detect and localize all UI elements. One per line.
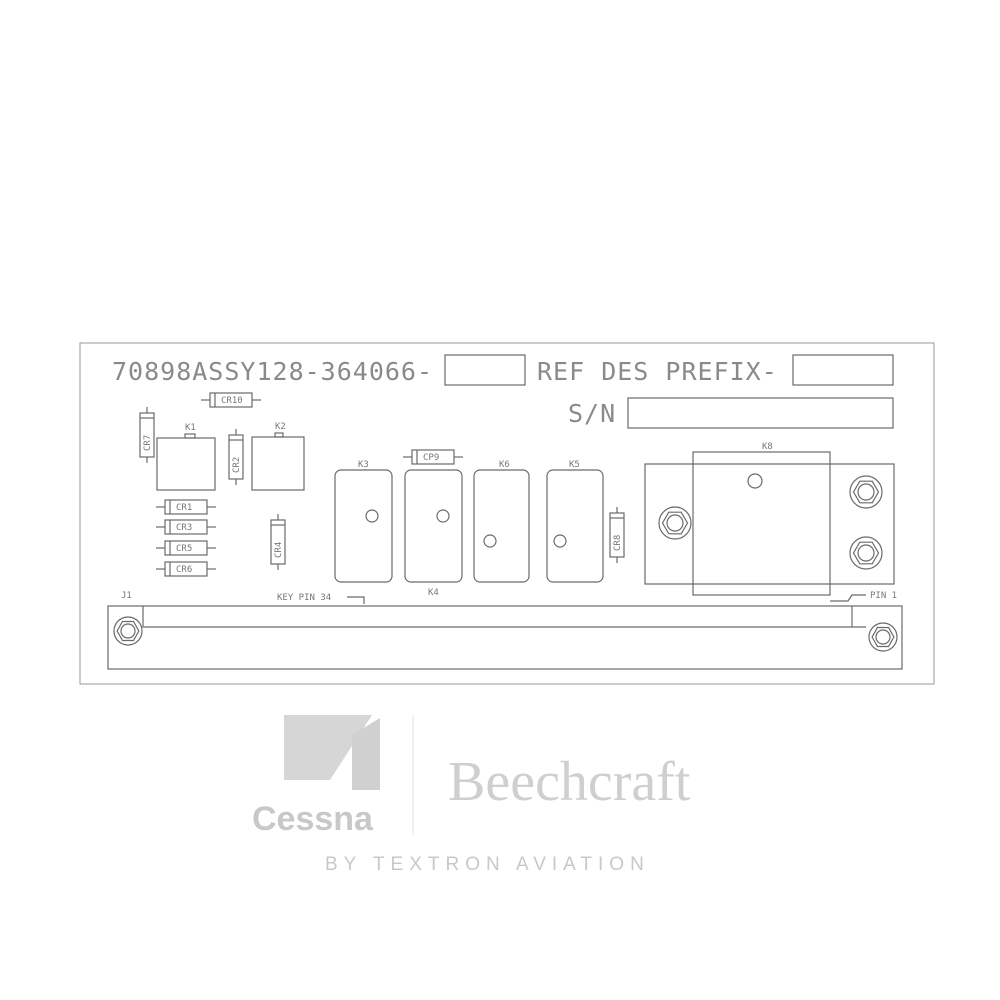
diode-cr8: CR8 — [609, 507, 625, 563]
board-outline — [79, 342, 935, 685]
key-pin-34-label: KEY PIN 34 — [277, 593, 331, 603]
relay-k3: K3 — [334, 460, 393, 583]
diode-cr2: CR2 — [228, 429, 244, 485]
relay-k1: K1 — [156, 423, 216, 491]
k8-label: K8 — [762, 442, 773, 452]
cessna-logo-stroke — [352, 718, 380, 790]
hex-stud-icon — [658, 506, 692, 540]
pin-1-label: PIN 1 — [870, 591, 897, 601]
diode-label: CR4 — [274, 542, 284, 558]
diode-cr7: CR7 — [139, 407, 155, 463]
hex-stud-icon — [849, 475, 883, 509]
relay-k5: K5 — [546, 460, 604, 583]
diode-cr3: CR3 — [156, 519, 216, 535]
diode-label: CR2 — [232, 457, 242, 473]
relay-k8: K8 — [644, 442, 895, 596]
connector-j1: J1 KEY PIN 34 PIN 1 — [107, 591, 903, 670]
relay-k2: K2 — [251, 422, 305, 491]
diode-label: CR3 — [176, 523, 192, 533]
relay-k4: K4 — [404, 469, 463, 598]
watermark-tagline: BY TEXTRON AVIATION — [325, 854, 650, 875]
dash-number-field[interactable] — [444, 354, 526, 386]
watermark-cessna: Cessna — [252, 800, 374, 838]
diode-label: CR6 — [176, 565, 192, 575]
part-number: 70898ASSY128-364066- — [112, 357, 433, 386]
diode-label: CR8 — [613, 535, 623, 551]
j1-label: J1 — [121, 591, 132, 601]
diode-cr6: CR6 — [156, 561, 216, 577]
hex-stud-icon — [113, 616, 143, 646]
ref-des-prefix-label: REF DES PREFIX- — [537, 357, 778, 386]
diode-label: CR7 — [143, 435, 153, 451]
diode-label: CR10 — [221, 396, 243, 406]
ref-des-prefix-field[interactable] — [792, 354, 894, 386]
k1-label: K1 — [185, 423, 196, 433]
cessna-logo-icon — [284, 715, 372, 780]
hex-stud-icon — [868, 622, 898, 652]
k6-label: K6 — [499, 460, 510, 470]
diode-cr10: CR10 — [201, 392, 261, 408]
serial-label: S/N — [568, 399, 616, 428]
k4-label: K4 — [428, 588, 439, 598]
relay-k6: K6 — [473, 460, 530, 583]
watermark: Cessna Beechcraft BY TEXTRON AVIATION — [252, 715, 691, 875]
diode-cr1: CR1 — [156, 499, 216, 515]
serial-number-field[interactable] — [627, 397, 894, 429]
k3-label: K3 — [358, 460, 369, 470]
diode-cr9: CP9 — [403, 449, 463, 465]
diode-label: CR1 — [176, 503, 192, 513]
k5-label: K5 — [569, 460, 580, 470]
diode-label: CP9 — [423, 453, 439, 463]
watermark-beechcraft: Beechcraft — [448, 751, 691, 813]
diode-cr4: CR4 — [270, 514, 286, 570]
k2-label: K2 — [275, 422, 286, 432]
diode-cr5: CR5 — [156, 540, 216, 556]
hex-stud-icon — [849, 536, 883, 570]
diode-label: CR5 — [176, 544, 192, 554]
